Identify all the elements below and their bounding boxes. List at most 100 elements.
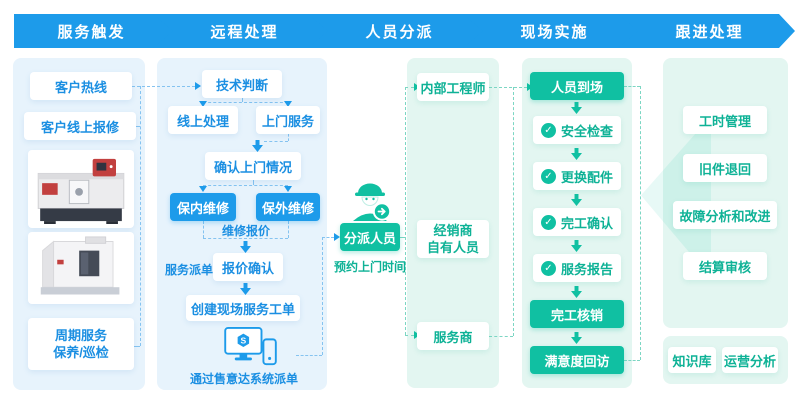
dashed-connector xyxy=(288,221,289,238)
dashed-connector xyxy=(288,134,289,141)
arrowhead-icon xyxy=(334,233,340,241)
appointment-time-label: 预约上门时间 xyxy=(333,260,406,274)
down-arrow-icon xyxy=(240,283,251,295)
dashed-connector xyxy=(203,221,204,238)
online-repair-report-box: 客户线上报修 xyxy=(24,112,136,140)
box-label: 工时管理 xyxy=(698,113,751,129)
box-label: 技术判断 xyxy=(215,77,268,93)
down-arrow-icon xyxy=(240,241,251,253)
stage-banner-follow-up: 跟进处理 xyxy=(618,14,795,48)
cnc-lathe-image xyxy=(28,150,134,228)
system-logo-letter: S xyxy=(240,336,246,346)
dashed-connector xyxy=(405,335,414,336)
old-parts-return-box: 旧件退回 xyxy=(683,154,767,182)
replace-parts-box: ✓更换配件 xyxy=(533,162,621,190)
dashed-connector xyxy=(253,180,254,185)
check-icon: ✓ xyxy=(540,214,556,230)
box-label: 客户热线 xyxy=(54,79,107,95)
stage-banner-service-trigger: 服务触发 xyxy=(14,14,183,48)
box-label: 保养/巡检 xyxy=(53,345,109,360)
work-hours-box: 工时管理 xyxy=(683,106,767,134)
safety-check-box: ✓安全检查 xyxy=(533,116,621,144)
settlement-audit-box: 结算审核 xyxy=(683,252,767,280)
create-work-order-box: 创建现场服务工单 xyxy=(186,295,300,321)
stage-banner-onsite-execution: 现场实施 xyxy=(463,14,640,48)
box-label: 故障分析和改进 xyxy=(679,208,771,224)
dashed-connector xyxy=(624,360,640,361)
dashed-connector xyxy=(322,237,334,238)
dashed-connector xyxy=(400,237,405,238)
quote-confirm-box: 报价确认 xyxy=(213,253,283,281)
internal-engineer-box: 内部工程师 xyxy=(417,73,489,101)
arrowhead-icon xyxy=(199,101,207,107)
down-arrow-icon xyxy=(252,140,263,152)
completion-writeoff-button: 完工核销 xyxy=(530,300,624,328)
customer-hotline-box: 客户热线 xyxy=(30,72,132,100)
check-icon: ✓ xyxy=(540,260,556,276)
box-label: 结算审核 xyxy=(698,259,751,275)
box-label: 上门服务 xyxy=(261,113,314,129)
down-arrow-icon xyxy=(571,194,582,206)
box-label: 知识库 xyxy=(672,353,712,369)
dealer-staff-box: 经销商 自有人员 xyxy=(417,220,489,258)
tech-judgment-box: 技术判断 xyxy=(202,70,282,98)
down-arrow-icon xyxy=(571,240,582,252)
box-label: 报价确认 xyxy=(221,260,274,276)
box-label: 更换配件 xyxy=(560,169,613,185)
check-icon: ✓ xyxy=(540,122,556,138)
out-warranty-repair-button: 保外维修 xyxy=(256,193,320,221)
assign-personnel-button: 分派人员 xyxy=(340,223,400,251)
service-dispatch-label: 服务派单 xyxy=(164,263,213,277)
stage-label: 服务触发 xyxy=(57,23,126,41)
fault-analysis-box: 故障分析和改进 xyxy=(673,201,777,229)
box-label: 运营分析 xyxy=(723,353,776,369)
stage-label: 远程处理 xyxy=(210,23,279,41)
periodic-service-box: 周期服务 保养/巡检 xyxy=(28,318,134,370)
personnel-arrival-button: 人员到场 xyxy=(530,72,624,100)
dashed-connector xyxy=(132,86,195,87)
arrowhead-icon xyxy=(199,186,207,192)
cnc-lathe-illustration xyxy=(37,158,125,224)
operations-analysis-box: 运营分析 xyxy=(722,347,778,373)
stage-label: 人员分派 xyxy=(365,23,434,41)
confirm-visit-box: 确认上门情况 xyxy=(205,152,301,180)
dashed-connector xyxy=(203,102,288,103)
dashed-connector xyxy=(140,86,141,346)
dashed-connector xyxy=(136,126,140,127)
button-label: 保内维修 xyxy=(176,200,229,216)
stage-label: 现场实施 xyxy=(520,23,589,41)
check-icon: ✓ xyxy=(540,168,556,184)
button-label: 满意度回访 xyxy=(544,353,610,369)
system-dispatch-icon: S xyxy=(222,326,280,368)
button-label: 人员到场 xyxy=(550,79,603,95)
dashed-connector xyxy=(405,87,414,88)
machining-center-image xyxy=(28,232,134,304)
button-label: 完工核销 xyxy=(550,307,603,323)
in-warranty-repair-button: 保内维修 xyxy=(170,193,236,221)
box-label: 创建现场服务工单 xyxy=(190,301,295,317)
button-label: 分派人员 xyxy=(343,230,396,246)
dashed-connector xyxy=(134,346,140,347)
dashed-connector xyxy=(203,185,288,186)
box-label: 完工确认 xyxy=(560,215,613,231)
arrowhead-icon xyxy=(284,101,292,107)
box-label: 安全检查 xyxy=(560,123,613,139)
arrowhead-icon xyxy=(284,186,292,192)
machining-center-illustration xyxy=(40,236,120,295)
box-label: 自有人员 xyxy=(426,240,479,255)
box-label: 旧件退回 xyxy=(698,161,751,177)
dashed-connector xyxy=(640,86,641,360)
completion-confirm-box: ✓完工确认 xyxy=(533,208,621,236)
panel-follow-up xyxy=(663,58,788,328)
dashed-connector xyxy=(405,87,406,335)
dashed-connector xyxy=(513,87,514,336)
dashed-connector xyxy=(296,355,322,356)
dashed-connector xyxy=(242,98,243,102)
down-arrow-icon xyxy=(571,286,582,298)
dashed-connector xyxy=(322,237,323,355)
system-dispatch-label: 通过售意达系统派单 xyxy=(189,372,298,386)
box-label: 服务商 xyxy=(433,329,473,345)
down-arrow-icon xyxy=(571,148,582,160)
dashed-connector xyxy=(624,86,640,87)
